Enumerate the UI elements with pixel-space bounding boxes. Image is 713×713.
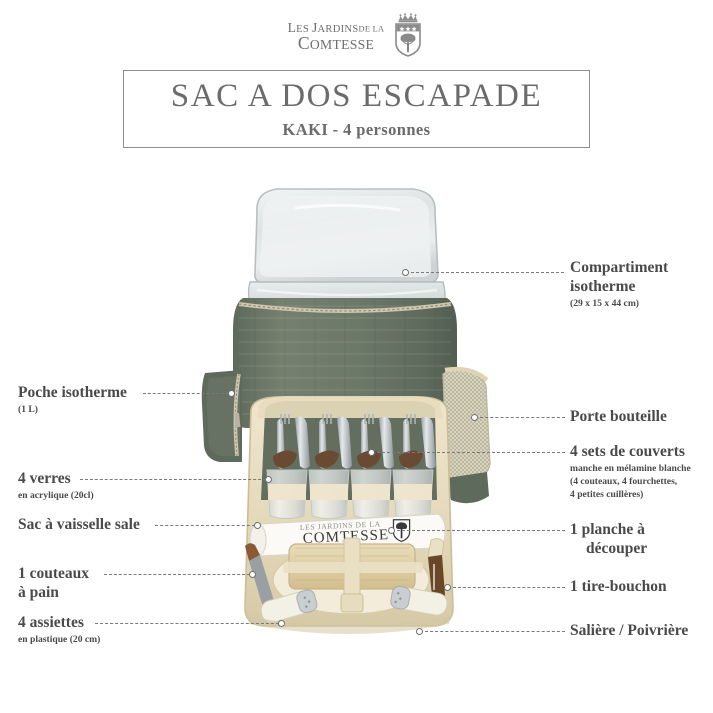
khaki-body xyxy=(233,298,457,428)
callout-sub: (29 x 15 x 44 cm) xyxy=(570,297,640,309)
brand-text-es: ES xyxy=(296,24,312,36)
page-subtitle: KAKI - 4 personnes xyxy=(282,120,431,139)
marker-sac-a-vaisselle-sale xyxy=(254,522,261,529)
backpack-illustration: COMTESSE LES JARDINS DE LA xyxy=(201,188,491,634)
callout-saliere-poivriere: Salière / Poivrière xyxy=(570,622,688,641)
rolled-bag-brand-text: COMTESSE xyxy=(302,527,389,547)
callout-sets-de-couverts: 4 sets de couverts manche en mélamine bl… xyxy=(570,443,691,501)
leader-verres xyxy=(80,479,266,480)
callout-title: Poche isotherme xyxy=(18,384,127,401)
callout-title: 1 planche à découper xyxy=(570,521,648,557)
callout-compartiment-isotherme: Compartiment isotherme (29 x 15 x 44 cm) xyxy=(570,259,668,311)
callout-sub-line-3: 4 petites cuillères) xyxy=(570,488,644,500)
leader-sets-de-couverts xyxy=(377,452,565,453)
marker-planche-a-decouper xyxy=(388,527,395,534)
zipper-pull xyxy=(235,413,241,427)
callout-title: 4 sets de couverts xyxy=(570,443,685,460)
leader-planche-a-decouper xyxy=(397,530,565,531)
callout-couteau-a-pain: 1 couteaux à pain xyxy=(18,565,89,603)
brand-wordmark: LES JARDINSDE LA COMTESSE xyxy=(287,20,385,54)
callout-poche-isotherme: Poche isotherme (1 L) xyxy=(18,384,127,417)
callout-title: Salière / Poivrière xyxy=(570,622,689,639)
glasses xyxy=(266,469,434,519)
marker-compartiment-isotherme xyxy=(402,269,409,276)
callout-sub-line-1: manche en mélamine blanche xyxy=(570,462,691,474)
callout-assiettes: 4 assiettes en plastique (20 cm) xyxy=(18,614,100,647)
marker-saliere-poivriere xyxy=(416,628,423,635)
title-box: SAC A DOS ESCAPADE KAKI - 4 personnes xyxy=(123,70,590,148)
brand-line-comtesse: COMTESSE xyxy=(297,33,375,54)
brand-text-j: J xyxy=(311,20,318,36)
callout-sac-a-vaisselle-sale: Sac à vaisselle sale xyxy=(18,516,140,535)
cutlery-handles xyxy=(273,450,423,468)
callout-title: 4 assiettes xyxy=(18,614,84,631)
leader-sac-a-vaisselle-sale xyxy=(155,525,255,526)
marker-tire-bouchon xyxy=(444,584,451,591)
callout-sub-line-2: (4 couteaux, 4 fourchettes, xyxy=(570,475,678,487)
brand-text-les: L xyxy=(287,20,297,36)
callout-title: 1 tire-bouchon xyxy=(570,578,667,595)
marker-couteau-a-pain xyxy=(249,571,256,578)
leader-saliere-poivriere xyxy=(425,631,565,632)
fabric-texture xyxy=(239,300,451,426)
page-title: SAC A DOS ESCAPADE xyxy=(170,78,543,114)
leader-assiettes xyxy=(95,623,279,624)
brand-text-ardins: ARDINS xyxy=(317,24,359,36)
marker-poche-isotherme xyxy=(228,390,235,397)
callout-title: 1 couteaux à pain xyxy=(18,565,90,601)
callout-sub: en acrylique (20cl) xyxy=(18,489,94,501)
leader-compartiment-isotherme xyxy=(411,272,564,273)
callout-porte-bouteille: Porte bouteille xyxy=(570,408,667,427)
marker-verres xyxy=(265,476,272,483)
callout-planche-a-decouper: 1 planche à découper xyxy=(570,521,647,559)
brand-line-jardins: LES JARDINSDE LA xyxy=(287,20,385,36)
callout-sub: (1 L) xyxy=(18,403,38,415)
leader-couteau-a-pain xyxy=(104,574,250,575)
leader-poche-isotherme xyxy=(143,393,229,394)
leader-tire-bouchon xyxy=(453,587,565,588)
product-image: COMTESSE LES JARDINS DE LA xyxy=(195,178,515,678)
bread-knife xyxy=(245,543,274,605)
callout-title: 4 verres xyxy=(18,470,71,487)
bottle-holder-mesh xyxy=(442,367,491,481)
marker-assiettes xyxy=(278,620,285,627)
brand-logo: LES JARDINSDE LA COMTESSE xyxy=(0,12,713,62)
callout-title: Compartiment isotherme xyxy=(570,259,669,295)
callout-verres: 4 verres en acrylique (20cl) xyxy=(18,470,94,503)
brand-text-dela: DE LA xyxy=(358,24,385,34)
callout-tire-bouchon: 1 tire-bouchon xyxy=(570,578,667,597)
cutlery-set xyxy=(273,414,436,469)
callout-sub: en plastique (20 cm) xyxy=(18,633,101,645)
salt-pepper-shakers xyxy=(260,585,448,623)
brand-text-omtesse: OMTESSE xyxy=(309,37,375,53)
leader-porte-bouteille xyxy=(480,417,565,418)
marker-porte-bouteille xyxy=(471,414,478,421)
crest-tree-crown-icon xyxy=(391,12,425,62)
svg-text:LES JARDINS DE LA: LES JARDINS DE LA xyxy=(300,519,381,532)
callout-title: Sac à vaisselle sale xyxy=(18,516,140,533)
callout-title: Porte bouteille xyxy=(570,408,667,425)
marker-sets-de-couverts xyxy=(368,449,375,456)
brand-text-c: C xyxy=(297,33,310,54)
corkscrew xyxy=(427,538,445,599)
